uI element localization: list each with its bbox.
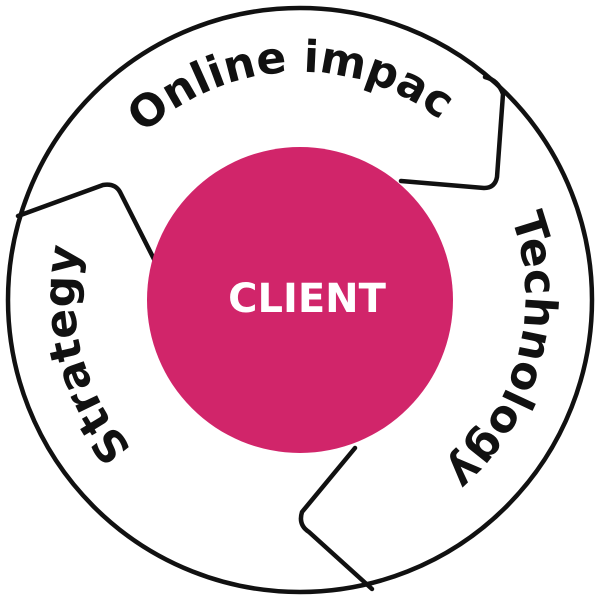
divider-online-strategy bbox=[15, 182, 163, 274]
center-label: CLIENT bbox=[228, 276, 387, 322]
divider-online-technology bbox=[398, 74, 506, 191]
outer-ring bbox=[5, 5, 595, 595]
segment-label-strategy: Strategy bbox=[34, 242, 140, 474]
client-circle bbox=[147, 147, 453, 453]
divider-technology-strategy bbox=[298, 445, 375, 592]
